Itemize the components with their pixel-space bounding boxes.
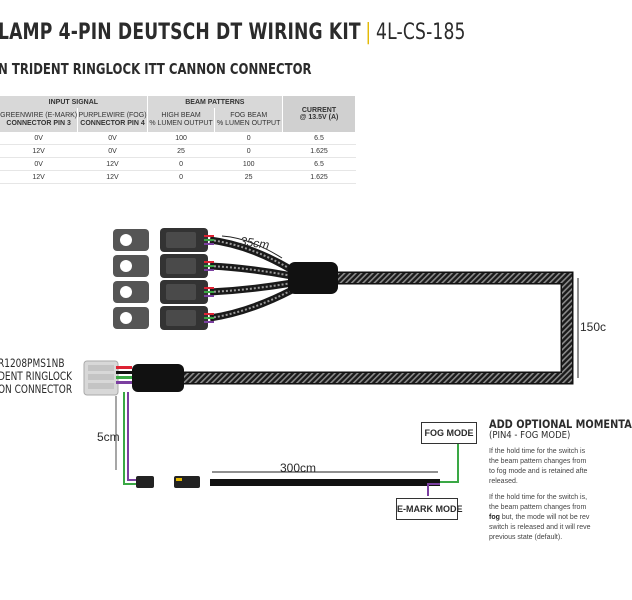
length-label-5cm: 5cm: [97, 430, 120, 444]
page-subtitle: N TRIDENT RINGLOCK ITT CANNON CONNECTOR: [0, 60, 312, 78]
plug-pair: [113, 280, 214, 304]
signal-wires: [123, 392, 459, 496]
notes-subtitle: (PIN4 - FOG MODE): [489, 430, 571, 441]
title-separator: |: [365, 20, 372, 45]
extension-cable: [210, 479, 440, 486]
col-header-green: GREENWIRE (E-MARK)CONNECTOR PIN 3: [0, 108, 79, 132]
connector-label: R1208PMS1NB DENT RINGLOCK ON CONNECTOR: [0, 356, 73, 396]
deutsch-plugs: [113, 228, 214, 330]
page-title: LAMP 4-PIN DEUTSCH DT WIRING KIT|4L-CS-1…: [0, 20, 466, 45]
length-label-300cm: 300cm: [280, 461, 317, 475]
group-input-signal: INPUT SIGNAL: [0, 96, 148, 108]
length-label-150cm: 150c: [580, 320, 607, 334]
emark-mode-box: E-MARK MODE: [396, 498, 463, 520]
pigtail-plug: [136, 476, 154, 488]
extension-plug: [174, 476, 200, 488]
cannon-connector: [83, 360, 184, 396]
signal-table: INPUT SIGNAL BEAM PATTERNS CURRENT @ 13.…: [0, 96, 356, 184]
plug-pair: [113, 254, 214, 278]
col-header-high-beam: HIGH BEAM% LUMEN OUTPUT: [147, 108, 216, 132]
title-text: LAMP 4-PIN DEUTSCH DT WIRING KIT: [0, 20, 361, 45]
main-harness: [180, 271, 574, 385]
group-beam-patterns: BEAM PATTERNS: [147, 96, 284, 108]
col-header-fog-beam: FOG BEAM% LUMEN OUTPUT: [214, 108, 283, 132]
wiring-diagram: [83, 228, 579, 496]
breakout-branches: [209, 236, 294, 322]
optional-switch-notes: ADD OPTIONAL MOMENTA (PIN4 - FOG MODE) I…: [489, 417, 632, 543]
dimension-35cm-line: [221, 235, 283, 259]
plug-pair: [113, 306, 214, 330]
current-header: CURRENT @ 13.5V (A): [282, 96, 356, 132]
breakout-boot: [288, 262, 338, 294]
notes-title: ADD OPTIONAL MOMENTA: [489, 417, 632, 431]
product-code: 4L-CS-185: [376, 20, 466, 45]
notes-paragraph-2: If the hold time for the switch is, the …: [489, 494, 591, 541]
fog-mode-box: FOG MODE: [421, 422, 477, 444]
plug-pair: [113, 228, 214, 252]
current-sub: @ 13.5V (A): [299, 114, 339, 121]
notes-paragraph-1: If the hold time for the switch is the b…: [489, 448, 588, 485]
col-header-purple: PURPLEWIRE (FOG)CONNECTOR PIN 4: [77, 108, 148, 132]
current-title: CURRENT: [301, 107, 337, 114]
